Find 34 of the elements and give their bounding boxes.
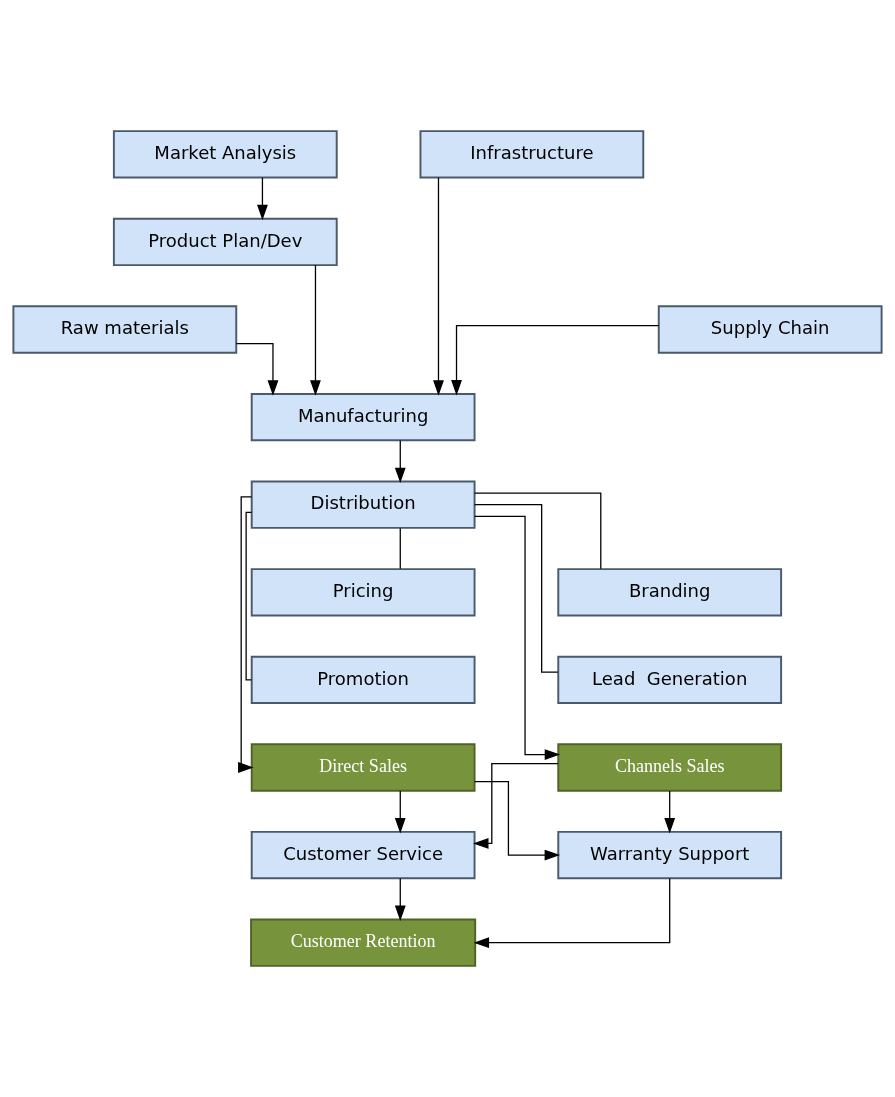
arrow bbox=[235, 343, 279, 396]
node-box: Customer Service bbox=[250, 830, 476, 880]
node-box: Warranty Support bbox=[557, 830, 783, 880]
node-box: Manufacturing bbox=[250, 392, 476, 442]
arrow bbox=[394, 877, 406, 922]
node-box: Supply Chain bbox=[657, 305, 883, 354]
connector bbox=[245, 511, 253, 681]
arrow bbox=[394, 790, 406, 834]
node-box: Market Analysis bbox=[112, 130, 338, 179]
arrow bbox=[394, 439, 406, 484]
node-box: Raw materials bbox=[12, 305, 238, 354]
node-box: Channels Sales bbox=[557, 743, 783, 792]
arrow bbox=[473, 877, 671, 949]
node-box: Lead Generation bbox=[557, 655, 783, 705]
arrow bbox=[310, 264, 321, 396]
arrow bbox=[257, 177, 268, 221]
node-box: Branding bbox=[557, 568, 783, 617]
connector bbox=[474, 492, 602, 570]
node-box: Customer Retention bbox=[250, 918, 477, 967]
node-box: Infrastructure bbox=[419, 130, 645, 179]
connector bbox=[399, 527, 401, 570]
arrow bbox=[473, 762, 559, 849]
node-box: Distribution bbox=[250, 480, 476, 529]
arrow bbox=[474, 781, 561, 861]
arrow bbox=[451, 325, 660, 396]
arrow bbox=[238, 496, 254, 773]
arrow bbox=[474, 515, 561, 760]
connector bbox=[474, 504, 559, 673]
node-box: Pricing bbox=[250, 568, 476, 617]
node-box: Promotion bbox=[250, 655, 476, 705]
arrow bbox=[664, 790, 676, 834]
node-box: Direct Sales bbox=[250, 743, 476, 792]
node-box: Product Plan/Dev bbox=[112, 217, 338, 267]
arrow bbox=[433, 177, 444, 396]
